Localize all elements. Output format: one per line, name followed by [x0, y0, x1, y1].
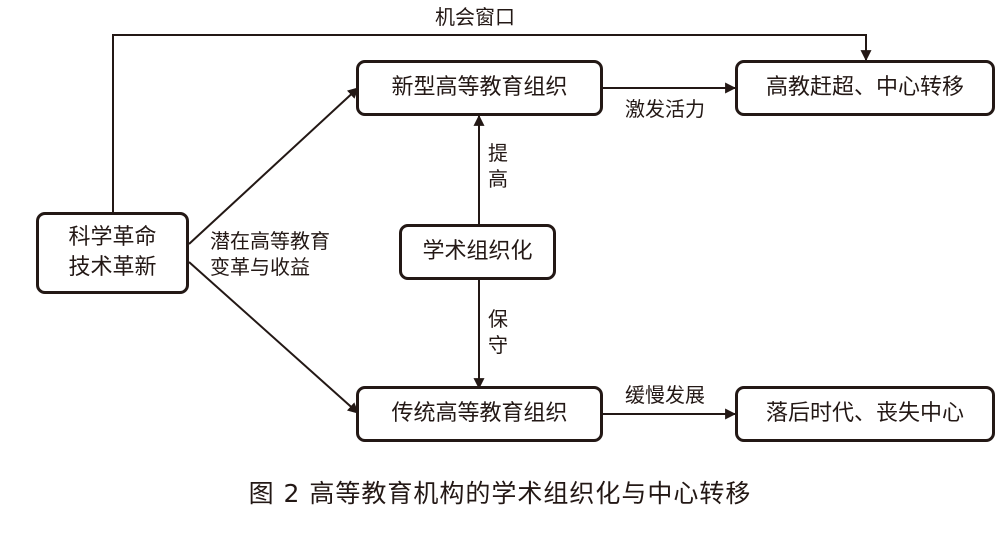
edge-opportunity-window: [112, 34, 872, 212]
figure-caption: 图 2 高等教育机构的学术组织化与中心转移: [248, 479, 752, 508]
node-science-revolution-line1: 科学革命: [68, 225, 157, 250]
node-catch-up-center-shift-label: 高教赶超、中心转移: [765, 75, 964, 100]
node-traditional-higher-education-org-label: 传统高等教育组织: [391, 401, 568, 426]
label-conserve: 保 守: [486, 306, 510, 358]
node-new-higher-education-org: 新型高等教育组织: [356, 60, 603, 116]
label-improve-char1: 提: [488, 141, 508, 165]
node-lag-lose-center-label: 落后时代、丧失中心: [765, 401, 964, 426]
label-conserve-char2: 守: [488, 333, 508, 357]
node-science-revolution: 科学革命 技术革新: [36, 212, 189, 294]
node-catch-up-center-shift: 高教赶超、中心转移: [735, 60, 995, 116]
label-potential-reform-line2: 变革与收益: [210, 255, 310, 279]
edge-science-to-traditional-org: [188, 261, 359, 414]
node-academic-organization: 学术组织化: [399, 224, 556, 280]
label-slow-development: 缓慢发展: [625, 383, 705, 407]
node-lag-lose-center: 落后时代、丧失中心: [735, 386, 995, 442]
label-conserve-char1: 保: [488, 307, 508, 331]
label-improve-char2: 高: [488, 167, 508, 191]
edge-science-to-new-org: [188, 87, 359, 245]
label-opportunity-window: 机会窗口: [435, 5, 515, 29]
node-new-higher-education-org-label: 新型高等教育组织: [391, 75, 568, 100]
label-potential-reform-line1: 潜在高等教育: [210, 229, 330, 253]
node-academic-organization-label: 学术组织化: [422, 239, 533, 264]
node-science-revolution-line2: 技术革新: [68, 255, 157, 280]
label-stimulate-vitality: 激发活力: [625, 97, 705, 121]
node-traditional-higher-education-org: 传统高等教育组织: [356, 386, 603, 442]
label-improve: 提 高: [486, 140, 510, 192]
label-potential-reform: 潜在高等教育 变革与收益: [210, 228, 330, 280]
